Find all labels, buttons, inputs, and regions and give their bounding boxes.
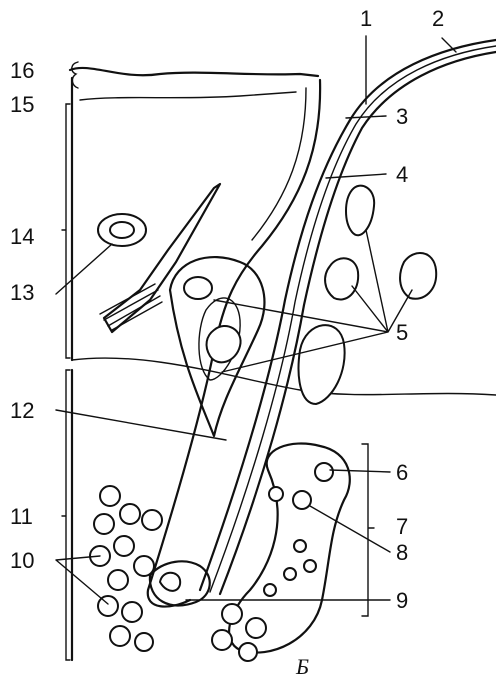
nerve-ending-core [110, 222, 134, 238]
fat-cell [239, 643, 257, 661]
gland-lobule-c [400, 253, 436, 299]
leader-4 [326, 174, 386, 178]
gland-cell-8 [293, 491, 311, 509]
fat-cell [134, 556, 154, 576]
fat-cell [100, 486, 120, 506]
bracket-7 [362, 444, 374, 616]
leader-13 [56, 244, 112, 294]
fat-cell [135, 633, 153, 651]
label-8: 8 [396, 540, 408, 565]
bracket-15 [62, 104, 70, 358]
follicle-sheath-inner [252, 88, 306, 240]
hair-shaft-outer [200, 40, 496, 590]
label-2: 2 [432, 6, 444, 31]
fat-cell [114, 536, 134, 556]
gland-lobule-a [346, 186, 374, 236]
muscle-fibers [100, 284, 162, 330]
papillary-layer [80, 92, 296, 100]
label-15: 15 [10, 92, 34, 117]
label-16: 16 [10, 58, 34, 83]
label-13: 13 [10, 280, 34, 305]
epidermis-surface [70, 68, 318, 76]
gland-cell [284, 568, 296, 580]
fat-cell [142, 510, 162, 530]
sebaceous-cell-cluster [184, 277, 212, 299]
label-12: 12 [10, 398, 34, 423]
bracket-16 [72, 62, 78, 88]
hair-cuticle [210, 46, 496, 592]
gland-cell-6 [315, 463, 333, 481]
dermis-lower-border [72, 358, 496, 395]
label-9: 9 [396, 588, 408, 613]
fat-cell [222, 604, 242, 624]
fat-cell [246, 618, 266, 638]
gland-lobule-d [299, 325, 345, 404]
fat-cell [110, 626, 130, 646]
label-10: 10 [10, 548, 34, 573]
gland-cell [269, 487, 283, 501]
leader-6 [330, 470, 390, 472]
label-5: 5 [396, 320, 408, 345]
label-1: 1 [360, 6, 372, 31]
fat-cell [108, 570, 128, 590]
gland-cell [304, 560, 316, 572]
leader-8 [310, 506, 390, 552]
gland-cell [264, 584, 276, 596]
label-4: 4 [396, 162, 408, 187]
fat-cell [122, 602, 142, 622]
label-3: 3 [396, 104, 408, 129]
label-6: 6 [396, 460, 408, 485]
figure-caption: Б [295, 654, 309, 679]
fat-cell [98, 596, 118, 616]
label-7: 7 [396, 514, 408, 539]
gland-lobule-b [325, 258, 358, 299]
leader-5 [214, 230, 412, 372]
label-11: 11 [10, 504, 33, 529]
fat-cell [212, 630, 232, 650]
gland-cell [294, 540, 306, 552]
gland-lobule-e [207, 326, 241, 362]
hair-papilla [160, 573, 180, 591]
bracket-11 [62, 370, 70, 660]
adipose-cells [90, 486, 266, 661]
leader-12 [56, 410, 226, 440]
fat-cell [120, 504, 140, 524]
fat-cell [94, 514, 114, 534]
label-14: 14 [10, 224, 34, 249]
